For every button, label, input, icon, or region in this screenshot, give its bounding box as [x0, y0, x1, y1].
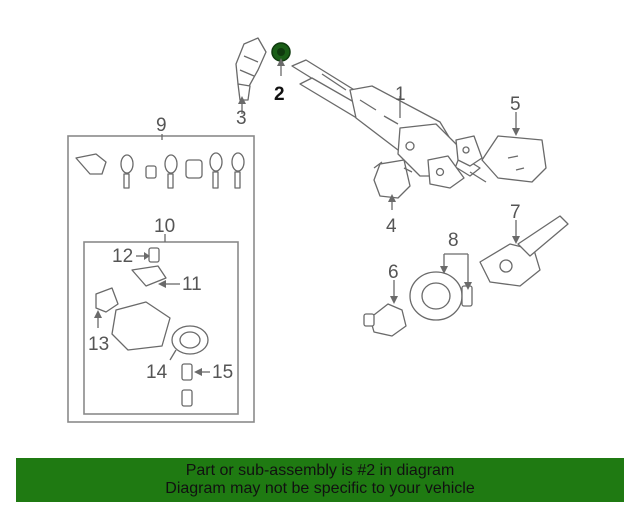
- banner-line-2: Diagram may not be specific to your vehi…: [165, 480, 475, 497]
- part-3-universal-joint[interactable]: [235, 37, 267, 101]
- info-banner: Part or sub-assembly is #2 in diagram Di…: [16, 458, 624, 502]
- part-6-switch[interactable]: [363, 303, 407, 337]
- banner-line-1: Part or sub-assembly is #2 in diagram: [185, 462, 455, 479]
- callout-7: 7: [510, 202, 521, 223]
- callout-8: 8: [448, 230, 459, 251]
- callout-10: 10: [154, 216, 175, 237]
- callout-4: 4: [386, 216, 397, 237]
- callout-15: 15: [212, 362, 233, 383]
- part-4-bracket[interactable]: [373, 159, 413, 199]
- callout-3: 3: [236, 108, 247, 129]
- part-8-clock-spring[interactable]: [409, 271, 473, 321]
- callout-2: 2: [274, 84, 285, 105]
- part-5-cover[interactable]: [481, 135, 547, 183]
- kit-box-10: [83, 241, 239, 415]
- callout-9: 9: [156, 115, 167, 136]
- callout-1: 1: [395, 84, 406, 105]
- lock-cylinder-assembly[interactable]: [95, 247, 209, 407]
- callout-14: 14: [146, 362, 168, 383]
- key-set-part-9[interactable]: [75, 152, 245, 189]
- callout-5: 5: [510, 94, 521, 115]
- callout-13: 13: [88, 334, 109, 355]
- steering-column-part[interactable]: [291, 59, 487, 189]
- part-7-combination-switch[interactable]: [479, 215, 569, 287]
- callout-12: 12: [112, 246, 133, 267]
- callout-11: 11: [182, 274, 202, 295]
- callout-6: 6: [388, 262, 399, 283]
- kit-box-9: [67, 135, 255, 423]
